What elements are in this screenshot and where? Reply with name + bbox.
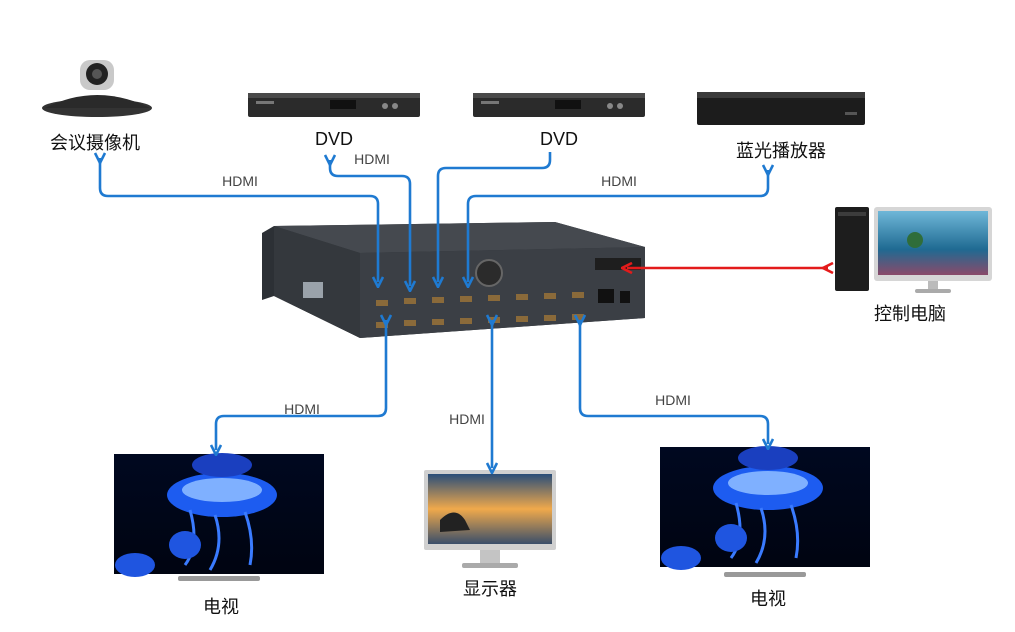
bluray-hdmi-line <box>468 170 768 282</box>
hdmi-input-lines <box>100 152 768 286</box>
dvd1-hdmi-line <box>330 160 410 286</box>
tv-left <box>114 453 324 581</box>
label-control-pc: 控制电脑 <box>874 304 946 324</box>
hdmi-label-tv-left: HDMI <box>284 401 320 417</box>
tv-left-hdmi-line <box>216 320 386 450</box>
label-dvd-1: DVD <box>314 129 354 149</box>
label-bluray-player: 蓝光播放器 <box>736 141 826 161</box>
tv-right-hdmi-line <box>580 320 768 444</box>
label-conference-camera: 会议摄像机 <box>50 133 140 153</box>
hdmi-label-monitor: HDMI <box>449 411 485 427</box>
hdmi-label-tv-right: HDMI <box>655 392 691 408</box>
monitor <box>424 470 556 568</box>
control-pc <box>835 207 992 293</box>
label-dvd-2: DVD <box>539 129 579 149</box>
hdmi-label-camera: HDMI <box>222 173 258 189</box>
conference-camera <box>42 60 152 117</box>
dvd-player-2 <box>473 93 645 117</box>
hdmi-output-lines <box>216 320 768 468</box>
bluray-player <box>697 92 865 125</box>
dvd-player-1 <box>248 93 420 117</box>
tv-right <box>660 446 870 577</box>
matrix-switcher <box>262 222 645 338</box>
label-tv-right: 电视 <box>750 589 786 609</box>
hdmi-label-dvd: HDMI <box>354 151 390 167</box>
label-monitor: 显示器 <box>463 579 517 599</box>
label-tv-left: 电视 <box>203 597 239 617</box>
hdmi-label-bluray: HDMI <box>601 173 637 189</box>
